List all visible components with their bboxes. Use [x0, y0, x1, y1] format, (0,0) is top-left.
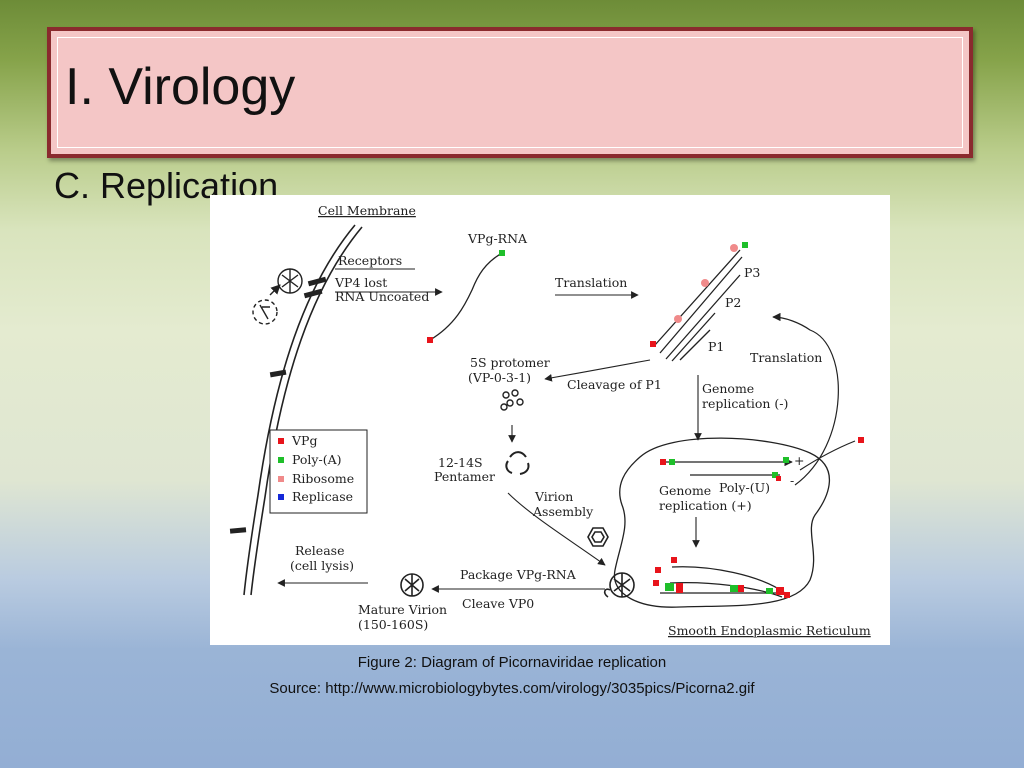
legend-swatch-polya	[278, 457, 284, 463]
label-mature-virion-2: (150-160S)	[358, 617, 428, 632]
label-minus: -	[790, 473, 794, 488]
label-smooth-er: Smooth Endoplasmic Reticulum	[668, 623, 871, 638]
legend-swatch-vpg	[278, 438, 284, 444]
vpg-marker-bottom-4	[676, 583, 683, 593]
legend-label-ribosome: Ribosome	[292, 471, 354, 486]
label-5s-protomer: 5S protomer	[470, 355, 550, 370]
label-genome-rep-pos-1: Genome	[659, 483, 711, 498]
immature-virion-icon	[603, 572, 635, 598]
label-cleavage-p1: Cleavage of P1	[567, 377, 662, 392]
polya-marker-polyprotein	[742, 242, 748, 248]
label-vpg-rna: VPg-RNA	[467, 231, 528, 246]
label-virion-1: Virion	[534, 489, 573, 504]
arrow-virion-assembly	[507, 492, 606, 566]
polya-marker-rep-3	[772, 472, 778, 478]
replication-diagram-svg: Cell Membrane Receptors VP4 lost RNA Unc…	[229, 203, 871, 638]
vpg-marker-bottom-5	[738, 585, 744, 592]
polya-marker-rep-1	[669, 459, 675, 465]
label-12-14s: 12-14S	[438, 455, 483, 470]
protomer-icon	[500, 389, 524, 411]
mature-virion-icon	[400, 573, 424, 597]
vpg-marker-released	[858, 437, 864, 443]
label-pentamer: Pentamer	[434, 469, 495, 484]
polya-marker-rna-end	[499, 250, 505, 256]
label-mature-virion-1: Mature Virion	[358, 602, 447, 617]
vpg-marker-bottom-7	[784, 592, 790, 598]
rna-export-line	[799, 440, 856, 471]
virion-uncoating-icon	[252, 299, 278, 325]
polyprotein-strands	[654, 249, 743, 362]
label-p3: P3	[744, 265, 760, 280]
slide-title: I. Virology	[65, 58, 296, 116]
title-box: I. Virology	[47, 27, 973, 158]
label-release-1: Release	[295, 543, 344, 558]
label-translation-top: Translation	[555, 275, 627, 290]
membrane-receptors	[229, 276, 327, 534]
legend: VPg Poly-(A) Ribosome Replicase	[269, 429, 368, 514]
legend-swatch-ribosome	[278, 476, 284, 482]
label-virion-2: Assembly	[532, 504, 594, 519]
pentamer-icon	[505, 451, 530, 475]
label-poly-u: Poly-(U)	[719, 480, 770, 495]
legend-label-replicase: Replicase	[292, 489, 353, 504]
virion-attached-icon	[269, 268, 303, 296]
label-translation-right: Translation	[750, 350, 822, 365]
polya-marker-bottom-2	[730, 585, 738, 592]
label-genome-rep-pos-2: replication (+)	[659, 498, 752, 513]
vpg-marker-bottom-6	[776, 587, 784, 595]
replication-diagram: Cell Membrane Receptors VP4 lost RNA Unc…	[210, 195, 890, 645]
legend-label-polya: Poly-(A)	[292, 452, 342, 467]
label-genome-rep-neg-2: replication (-)	[702, 396, 788, 411]
capsid-hexagon-icon	[587, 527, 609, 547]
vpg-marker-bottom-2	[655, 567, 661, 573]
vpg-marker-polyprotein	[650, 341, 656, 347]
legend-label-vpg: VPg	[291, 433, 317, 448]
label-rna-uncoated: RNA Uncoated	[335, 289, 429, 304]
ribosome-marker-p1	[674, 315, 682, 323]
figure-source: Source: http://www.microbiologybytes.com…	[269, 680, 755, 697]
ribosome-marker-p2	[701, 279, 709, 287]
vpg-marker-rep-1	[660, 459, 666, 465]
ribosome-marker-p3	[730, 244, 738, 252]
label-vp-0-3-1: (VP-0-3-1)	[468, 370, 531, 385]
polya-marker-rep-2	[783, 457, 789, 463]
polya-marker-bottom-3	[766, 588, 773, 594]
title-box-inner-border	[57, 37, 963, 148]
label-release-2: (cell lysis)	[290, 558, 354, 573]
label-genome-rep-neg-1: Genome	[702, 381, 754, 396]
vpg-rna-strand	[429, 252, 503, 341]
label-receptors: Receptors	[338, 253, 402, 268]
label-vp4-lost: VP4 lost	[334, 275, 387, 290]
label-p1: P1	[708, 339, 724, 354]
vpg-marker-rep-2	[776, 476, 781, 481]
label-p2: P2	[725, 295, 741, 310]
arrow-cleavage-p1	[544, 359, 651, 382]
label-plus: +	[794, 453, 804, 468]
figure-caption: Figure 2: Diagram of Picornaviridae repl…	[357, 654, 667, 671]
label-cleave-vp0: Cleave VP0	[462, 596, 534, 611]
legend-swatch-replicase	[278, 494, 284, 500]
label-cell-membrane: Cell Membrane	[318, 203, 416, 218]
vpg-marker-bottom-3	[653, 580, 659, 586]
polya-marker-bottom-1	[665, 583, 674, 591]
strand-bottom-2	[669, 582, 783, 598]
label-package-vpg: Package VPg-RNA	[460, 567, 577, 582]
legend-box	[269, 429, 368, 514]
arrow-translation-right	[772, 312, 839, 486]
vpg-marker-rna-start	[427, 337, 433, 343]
vpg-marker-bottom-1	[671, 557, 677, 563]
